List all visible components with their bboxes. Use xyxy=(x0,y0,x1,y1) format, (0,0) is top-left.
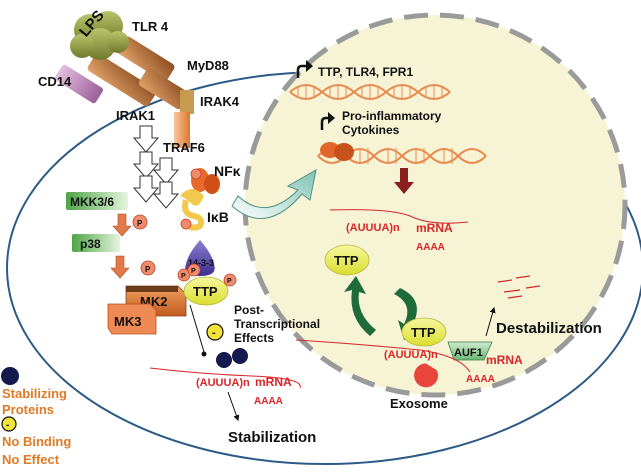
destabilization-label: Destabilization xyxy=(496,320,602,337)
ttp-phospho-2 xyxy=(187,263,201,277)
myd88-label: MyD88 xyxy=(187,58,229,73)
mk2-top-stripe xyxy=(126,286,178,292)
mk3-label: MK3 xyxy=(114,314,141,329)
ttp-phospho-3-label: P xyxy=(227,278,232,285)
stabilization-mrna-strand xyxy=(149,367,301,389)
nfk-label: NFκ xyxy=(214,163,241,179)
signal-arrows xyxy=(132,125,180,209)
post-transcriptional-line2: Transcriptional xyxy=(234,317,320,331)
p38-to-mk2-arrow xyxy=(110,255,130,279)
traf6-label: TRAF6 xyxy=(163,140,205,155)
irak4-protein xyxy=(180,90,194,114)
irak4-label: IRAK4 xyxy=(200,94,240,109)
auf1-label: AUF1 xyxy=(454,347,483,359)
p38-phospho-label: P xyxy=(137,219,143,228)
mk3-block xyxy=(107,303,157,335)
post-transcriptional-line1: Post- xyxy=(234,303,264,317)
genes-label: TTP, TLR4, FPR1 xyxy=(318,65,413,79)
transcription-arrow xyxy=(394,168,414,194)
rna-polymerase xyxy=(320,142,354,161)
degraded-fragments xyxy=(497,275,541,299)
stabilizing-protein-2 xyxy=(232,348,248,364)
tlr4-label: TLR 4 xyxy=(132,19,169,34)
ttp-destabilization-label: TTP xyxy=(411,325,436,340)
p38-mk-phospho-label: P xyxy=(145,265,151,274)
ttp-phospho-2-label: P xyxy=(191,268,196,275)
ikb-label: IκB xyxy=(207,209,229,225)
auf1-protein xyxy=(447,341,493,361)
cd14-receptor xyxy=(55,64,103,104)
ttp-phospho-1 xyxy=(177,268,191,282)
legend-nobinding-line2: No Effect xyxy=(2,452,60,467)
legend-nobinding-line1: No Binding xyxy=(2,434,71,449)
dna-helix-genes xyxy=(289,84,451,100)
p38-label: p38 xyxy=(80,237,101,251)
promoter-arrowhead-cytokines xyxy=(328,112,335,124)
nfkb-ikb-complex xyxy=(180,168,220,231)
stabilization-arrow xyxy=(227,391,240,422)
exosome-label: Exosome xyxy=(390,396,448,411)
ttp-destabilization xyxy=(401,317,447,347)
myd88-protein xyxy=(139,68,189,110)
p38-mk-phospho xyxy=(140,260,156,276)
nuclear-au-element: (AUUUA)n xyxy=(346,222,400,234)
lps-cloud xyxy=(70,11,129,60)
no-binding-symbol-minus: - xyxy=(212,327,216,339)
ttp-cytoplasm xyxy=(183,276,229,306)
stabilization-label: Stabilization xyxy=(228,429,316,446)
stabilization-au-element: (AUUUA)n xyxy=(196,377,250,389)
mkk-to-p38-arrow xyxy=(112,213,132,237)
promoter-arrow-genes xyxy=(296,64,308,78)
mkk36-label: MKK3/6 xyxy=(70,195,114,209)
post-transcriptional-line3: Effects xyxy=(234,331,274,345)
legend-stabilizing-line2: Proteins xyxy=(2,402,54,417)
p38-box xyxy=(72,234,120,252)
nuclear-polya: AAAA xyxy=(416,242,445,253)
line-end-dot xyxy=(201,351,207,357)
stabilization-mrna-label: mRNA xyxy=(255,375,292,389)
ttp-phospho-1-label: P xyxy=(181,273,186,280)
tlr4-receptor xyxy=(87,36,175,107)
nuclear-mrna-strand xyxy=(329,209,469,224)
legend-stabilizing-line1: Stabilizing xyxy=(2,386,67,401)
stabilization-polya: AAAA xyxy=(254,396,283,407)
ttp-nucleus xyxy=(324,244,370,276)
nfkb-to-nucleus-arrow xyxy=(231,169,317,219)
ttp-phospho-3 xyxy=(223,273,237,287)
cd14-label: CD14 xyxy=(38,74,72,89)
legend-nobinding-symbol xyxy=(1,416,17,432)
p38-phospho xyxy=(132,214,148,230)
protein-14-3-3-label: 14-3-3 xyxy=(188,258,214,268)
mkk36-box xyxy=(66,192,128,210)
promoter-arrowhead-genes xyxy=(306,60,313,72)
destabilization-arrow xyxy=(485,306,496,337)
destabilization-au-element: (AUUUA)n xyxy=(384,349,438,361)
stabilizing-protein-1 xyxy=(216,352,232,368)
destabilization-mrna-strand xyxy=(295,339,471,373)
legend-nobinding-minus: - xyxy=(6,420,9,431)
cytokines-label-line1: Pro-inflammatory xyxy=(342,109,442,123)
ttp-to-mrna-line xyxy=(189,304,205,353)
destabilization-mrna-label: mRNA xyxy=(486,353,523,367)
ttp-cytoplasm-label: TTP xyxy=(193,284,218,299)
ttp-nucleus-label: TTP xyxy=(334,253,359,268)
exosome-icon xyxy=(414,363,438,388)
irak1-label: IRAK1 xyxy=(116,108,155,123)
nuclear-mrna-label: mRNA xyxy=(416,221,453,235)
cytokines-label-line2: Cytokines xyxy=(342,123,400,137)
no-binding-symbol xyxy=(206,323,224,341)
promoter-arrow-cytokines xyxy=(320,116,330,130)
destabilization-polya: AAAA xyxy=(466,374,495,385)
legend-stabilizing-dot xyxy=(1,367,19,385)
traf6-protein xyxy=(174,112,190,148)
